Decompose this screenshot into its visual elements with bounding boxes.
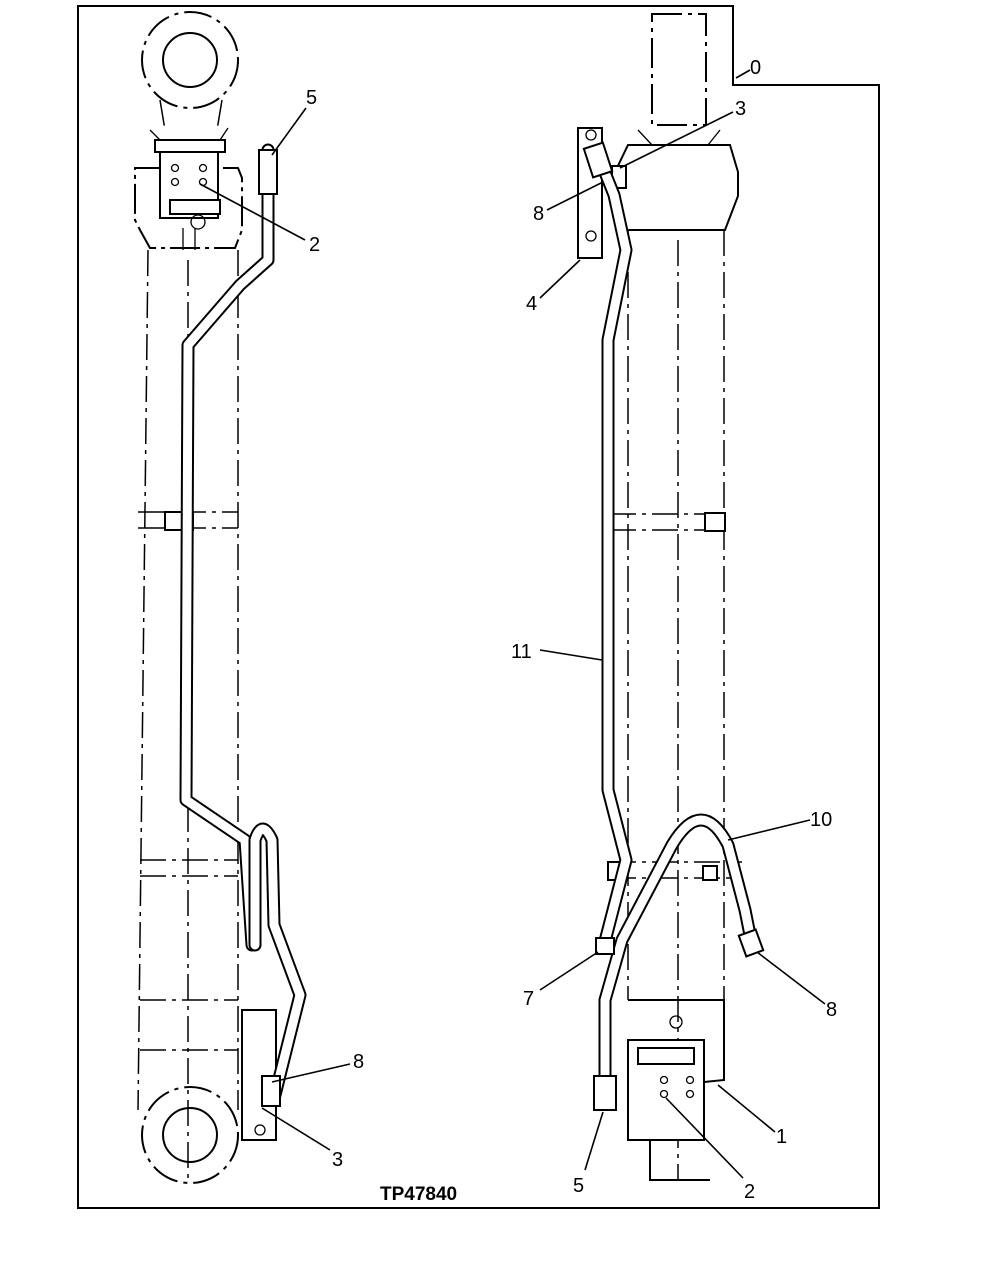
figure-frame [77, 5, 880, 1209]
right-head-block [614, 144, 739, 231]
right-callout-3: 3 [735, 98, 746, 120]
leader-lines [199, 69, 826, 1179]
right-rod [651, 13, 707, 126]
right-callout-10: 10 [810, 809, 832, 831]
right-callout-4: 4 [526, 293, 537, 315]
right-callout-7: 7 [523, 988, 534, 1010]
left-barrel [137, 249, 239, 1111]
right-barrel [627, 230, 725, 1000]
right-callout-8-top: 8 [533, 203, 544, 225]
right-callout-0: 0 [750, 57, 761, 79]
right-callout-5: 5 [573, 1175, 584, 1197]
right-callout-11: 11 [511, 641, 532, 663]
left-head-block [134, 167, 243, 249]
left-rod-eye [141, 11, 239, 109]
left-callout-3: 3 [332, 1149, 343, 1171]
left-callout-8: 8 [353, 1051, 364, 1073]
right-cylinder [577, 13, 765, 1181]
left-callout-2: 2 [309, 234, 320, 256]
left-base-eye [141, 1086, 239, 1184]
figure-id: TP47840 [380, 1184, 457, 1205]
left-callout-5: 5 [306, 87, 317, 109]
right-callout-8-bottom: 8 [826, 999, 837, 1021]
right-callout-1: 1 [776, 1126, 787, 1148]
right-callout-2: 2 [744, 1181, 755, 1203]
left-cylinder [134, 11, 307, 1184]
